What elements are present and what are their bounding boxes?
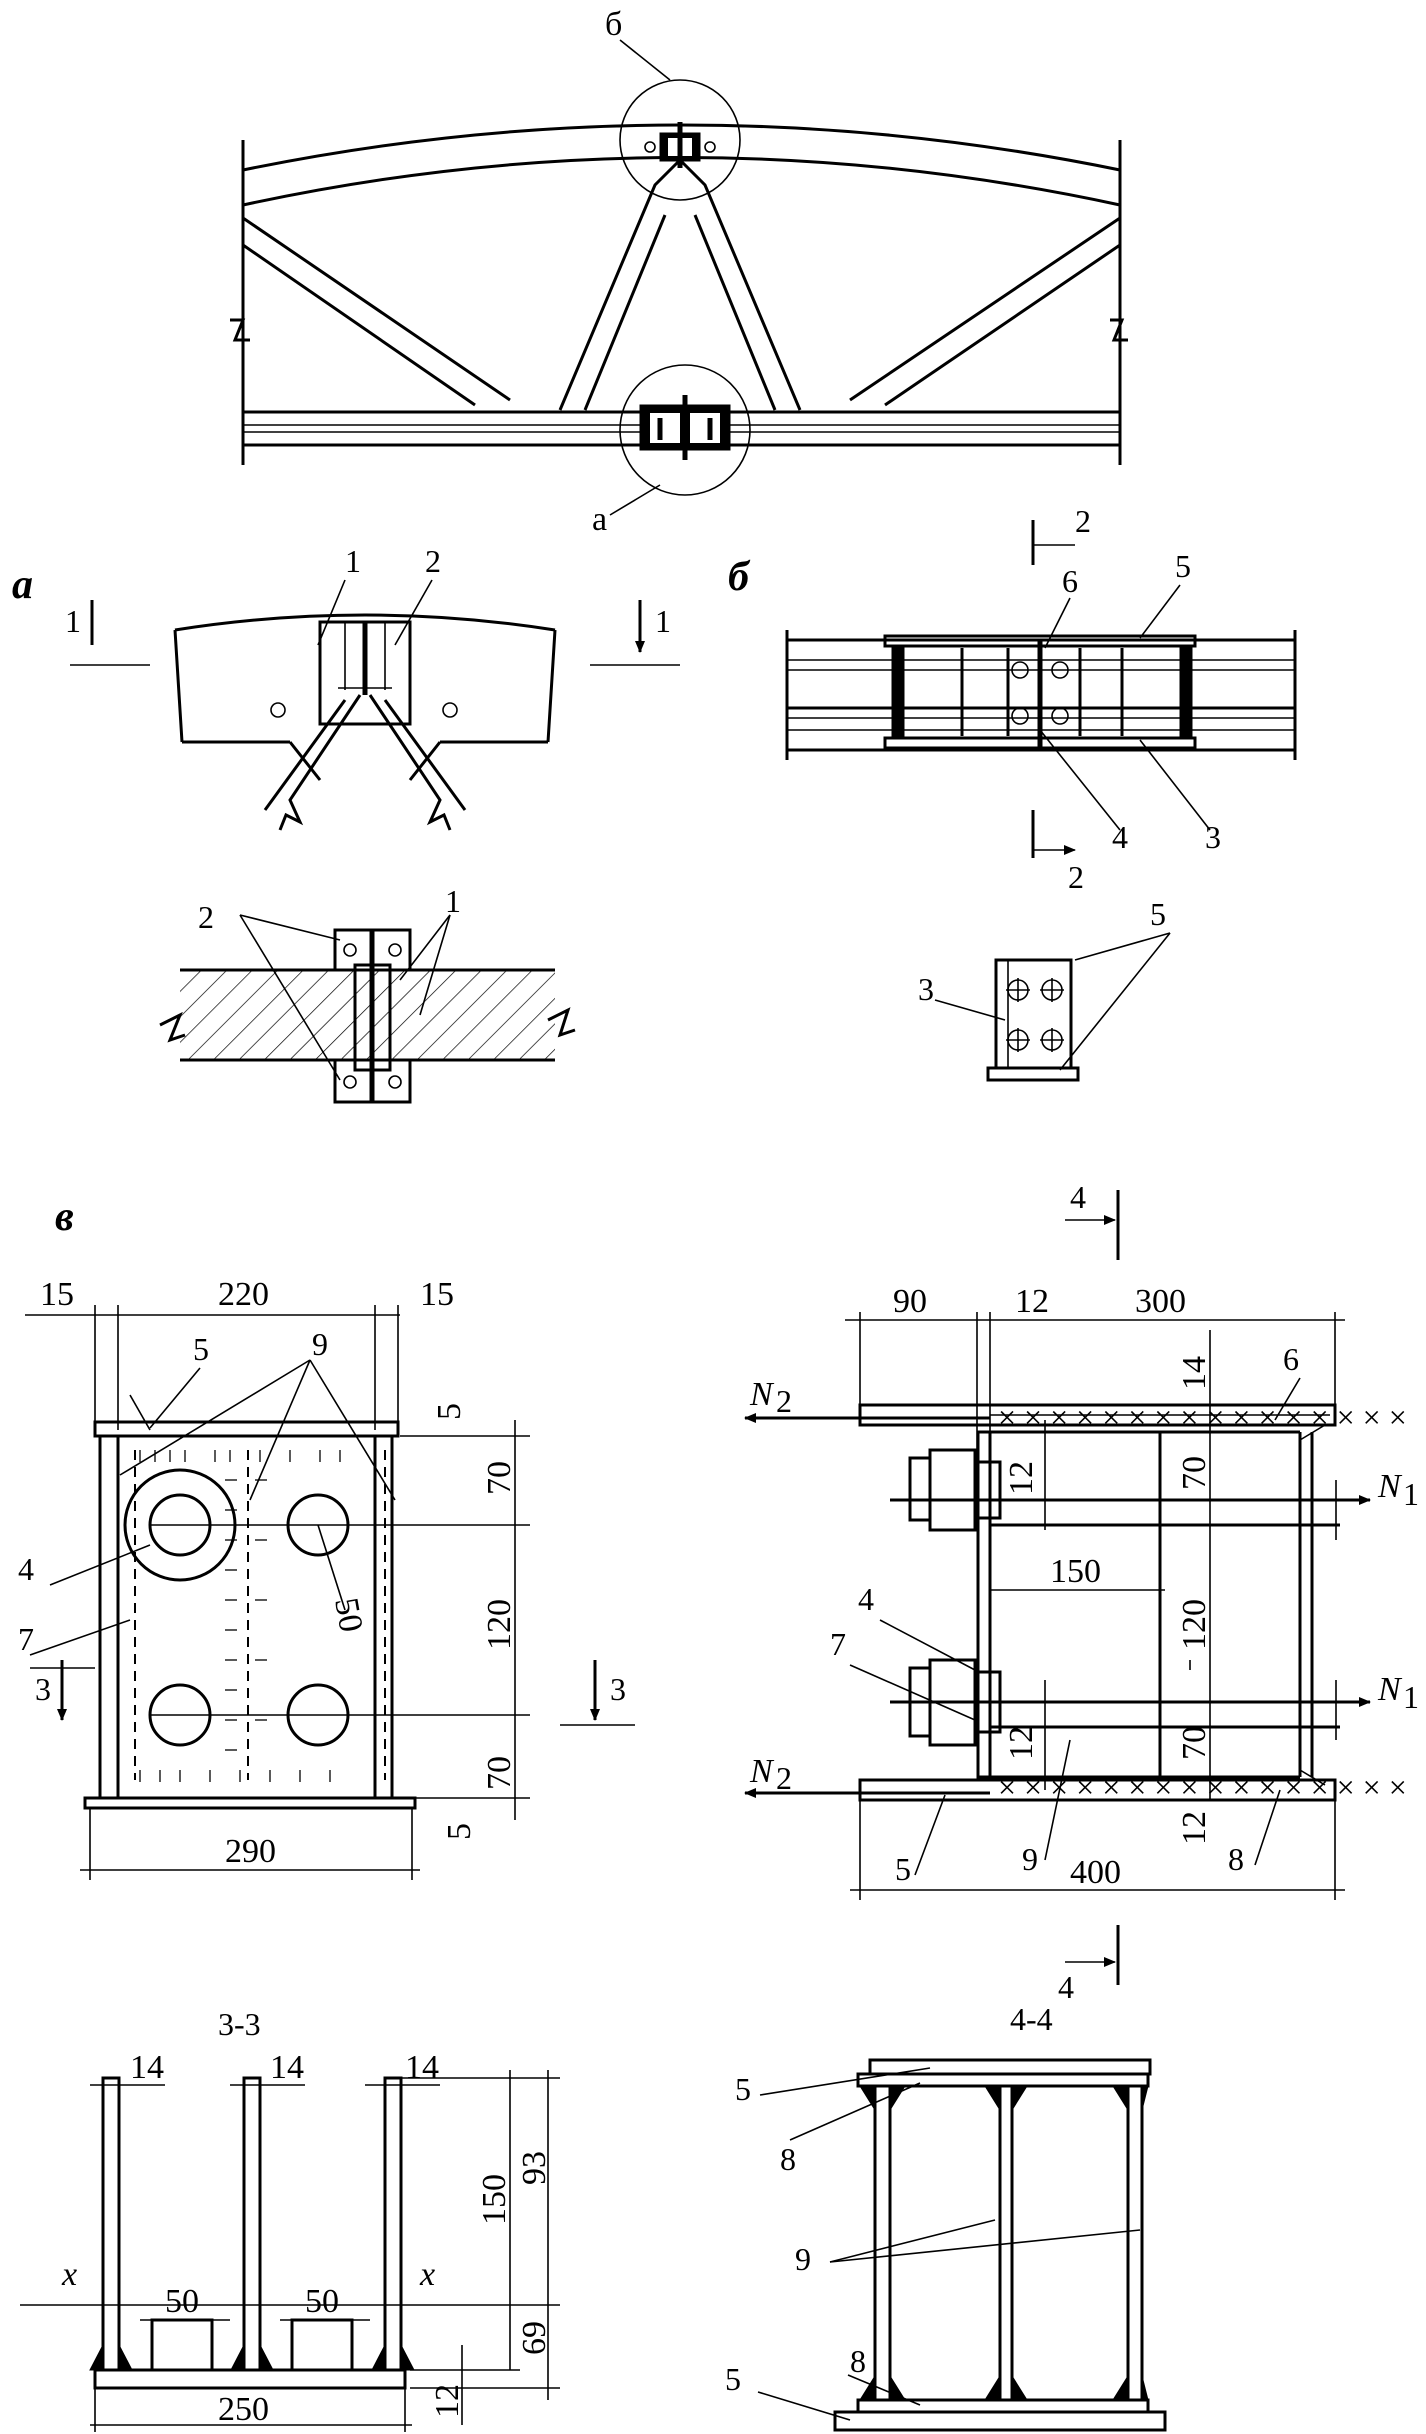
dim-70-a: 70 [1176, 1456, 1213, 1490]
axis-x-left: x [61, 2256, 77, 2293]
side-view: 4 4 90 12 300 × × × × × × × × × × × × × … [744, 1179, 1419, 2005]
dim-14-b: 14 [270, 2049, 304, 2086]
force-n1-bottom: N [1377, 1671, 1403, 1708]
view-b-label-6: 6 [1062, 563, 1078, 599]
side-label-4: 4 [858, 1581, 874, 1617]
dim-150-section: 150 [476, 2174, 513, 2225]
view-b-title: б [728, 554, 751, 600]
dim-120-side: 120 [1176, 1599, 1213, 1650]
section-4-4: 4-4 5 8 9 5 8 [725, 2001, 1167, 2432]
dim-15-left: 15 [40, 1276, 74, 1313]
force-n2-bottom-sub: 2 [776, 1760, 792, 1796]
force-n1-top-sub: 1 [1403, 1476, 1419, 1512]
axis-x-right: x [419, 2256, 435, 2293]
view-a: а 1 1 1 2 [12, 543, 680, 1104]
section-3-3-title: 3-3 [218, 2006, 261, 2042]
weld-x-marks: × × × × × × × × × × × × × × × × × × × × … [998, 1399, 1407, 1805]
dim-12-b: 12 [1003, 1726, 1040, 1760]
dim-150: 150 [1050, 1553, 1101, 1590]
dim-12-top: 12 [1015, 1283, 1049, 1320]
side-label-5: 5 [895, 1851, 911, 1887]
s44-label-8-top: 8 [780, 2141, 796, 2177]
dim-50-b: 50 [305, 2283, 339, 2320]
view-b-label-3: 3 [1205, 819, 1221, 855]
view-v: в 15 220 15 [18, 1194, 635, 1880]
dim-50-hole: 50 [327, 1595, 369, 1635]
force-n2-bottom: N [749, 1753, 775, 1790]
dim-250: 250 [218, 2391, 269, 2428]
force-n1-top: N [1377, 1468, 1403, 1505]
dim-70-top: 70 [481, 1461, 518, 1495]
callout-circle-b [619, 79, 741, 201]
dim-5-top: 5 [431, 1403, 468, 1420]
s44-label-5-top: 5 [735, 2071, 751, 2107]
end-label-5: 5 [1150, 896, 1166, 932]
end-label-3: 3 [918, 971, 934, 1007]
dim-70-b: 70 [1176, 1726, 1213, 1760]
dim-69: 69 [516, 2321, 553, 2355]
plan-label-2: 2 [198, 899, 214, 935]
dim-290: 290 [225, 1833, 276, 1870]
truss-overview: б а [230, 6, 1128, 538]
section-3-3: 3-3 14 14 14 50 50 x x 150 93 [20, 2006, 560, 2432]
dim-90: 90 [893, 1283, 927, 1320]
section-3-right: 3 [610, 1671, 626, 1707]
side-label-7: 7 [830, 1626, 846, 1662]
dim-5-bottom: 5 [441, 1823, 478, 1840]
section-4-4-title: 4-4 [1010, 2001, 1053, 2037]
callout-label-a: а [592, 501, 607, 538]
s44-label-8-bottom: 8 [850, 2343, 866, 2379]
side-label-8: 8 [1228, 1841, 1244, 1877]
svg-text:× × × × × × × × × × × × × × ×: × × × × × × × × × × × × × × × × [998, 1399, 1407, 1435]
force-n1-bottom-sub: 1 [1403, 1679, 1419, 1715]
s44-label-9: 9 [795, 2241, 811, 2277]
dim-50-a: 50 [165, 2283, 199, 2320]
view-a-label-1: 1 [345, 543, 361, 579]
view-b-label-5: 5 [1175, 548, 1191, 584]
section-4-bottom: 4 [1058, 1969, 1074, 2005]
view-v-title: в [55, 1194, 74, 1240]
force-n2-top-sub: 2 [776, 1383, 792, 1419]
side-label-6: 6 [1283, 1341, 1299, 1377]
view-a-label-2: 2 [425, 543, 441, 579]
weld-ticks [139, 1450, 341, 1782]
dim-12-a: 12 [1003, 1461, 1040, 1495]
side-label-9: 9 [1022, 1841, 1038, 1877]
dim-12-section: 12 [429, 2384, 466, 2418]
section-2-bottom: 2 [1068, 859, 1084, 895]
force-n2-top: N [749, 1376, 775, 1413]
section-2-top: 2 [1075, 503, 1091, 539]
view-v-label-5: 5 [193, 1331, 209, 1367]
dim-220: 220 [218, 1276, 269, 1313]
callout-label-b: б [605, 6, 622, 43]
dim-93: 93 [516, 2151, 553, 2185]
view-v-label-4: 4 [18, 1551, 34, 1587]
s44-label-5-bottom: 5 [725, 2361, 741, 2397]
view-b-label-4: 4 [1112, 819, 1128, 855]
dim-300: 300 [1135, 1283, 1186, 1320]
view-a-title: а [12, 562, 33, 608]
view-v-label-7: 7 [18, 1621, 34, 1657]
callout-circle-a [619, 364, 751, 496]
dim-400: 400 [1070, 1854, 1121, 1891]
section-1-left: 1 [65, 603, 81, 639]
dim-12-c: 12 [1176, 1811, 1213, 1845]
dim-14-c: 14 [405, 2049, 439, 2086]
plan-label-1: 1 [445, 883, 461, 919]
view-b: б 2 2 6 5 4 3 [728, 503, 1297, 1082]
dim-14-a: 14 [130, 2049, 164, 2086]
dim-14: 14 [1176, 1356, 1213, 1390]
dim-70-bottom: 70 [481, 1756, 518, 1790]
view-v-label-9: 9 [312, 1326, 328, 1362]
section-3-left: 3 [35, 1671, 51, 1707]
dim-120-front: 120 [481, 1599, 518, 1650]
section-1-right: 1 [655, 603, 671, 639]
svg-text:× × × × × × × × × × × × × × ×: × × × × × × × × × × × × × × × × [998, 1769, 1407, 1805]
section-4-top: 4 [1070, 1179, 1086, 1215]
dim-15-right: 15 [420, 1276, 454, 1313]
